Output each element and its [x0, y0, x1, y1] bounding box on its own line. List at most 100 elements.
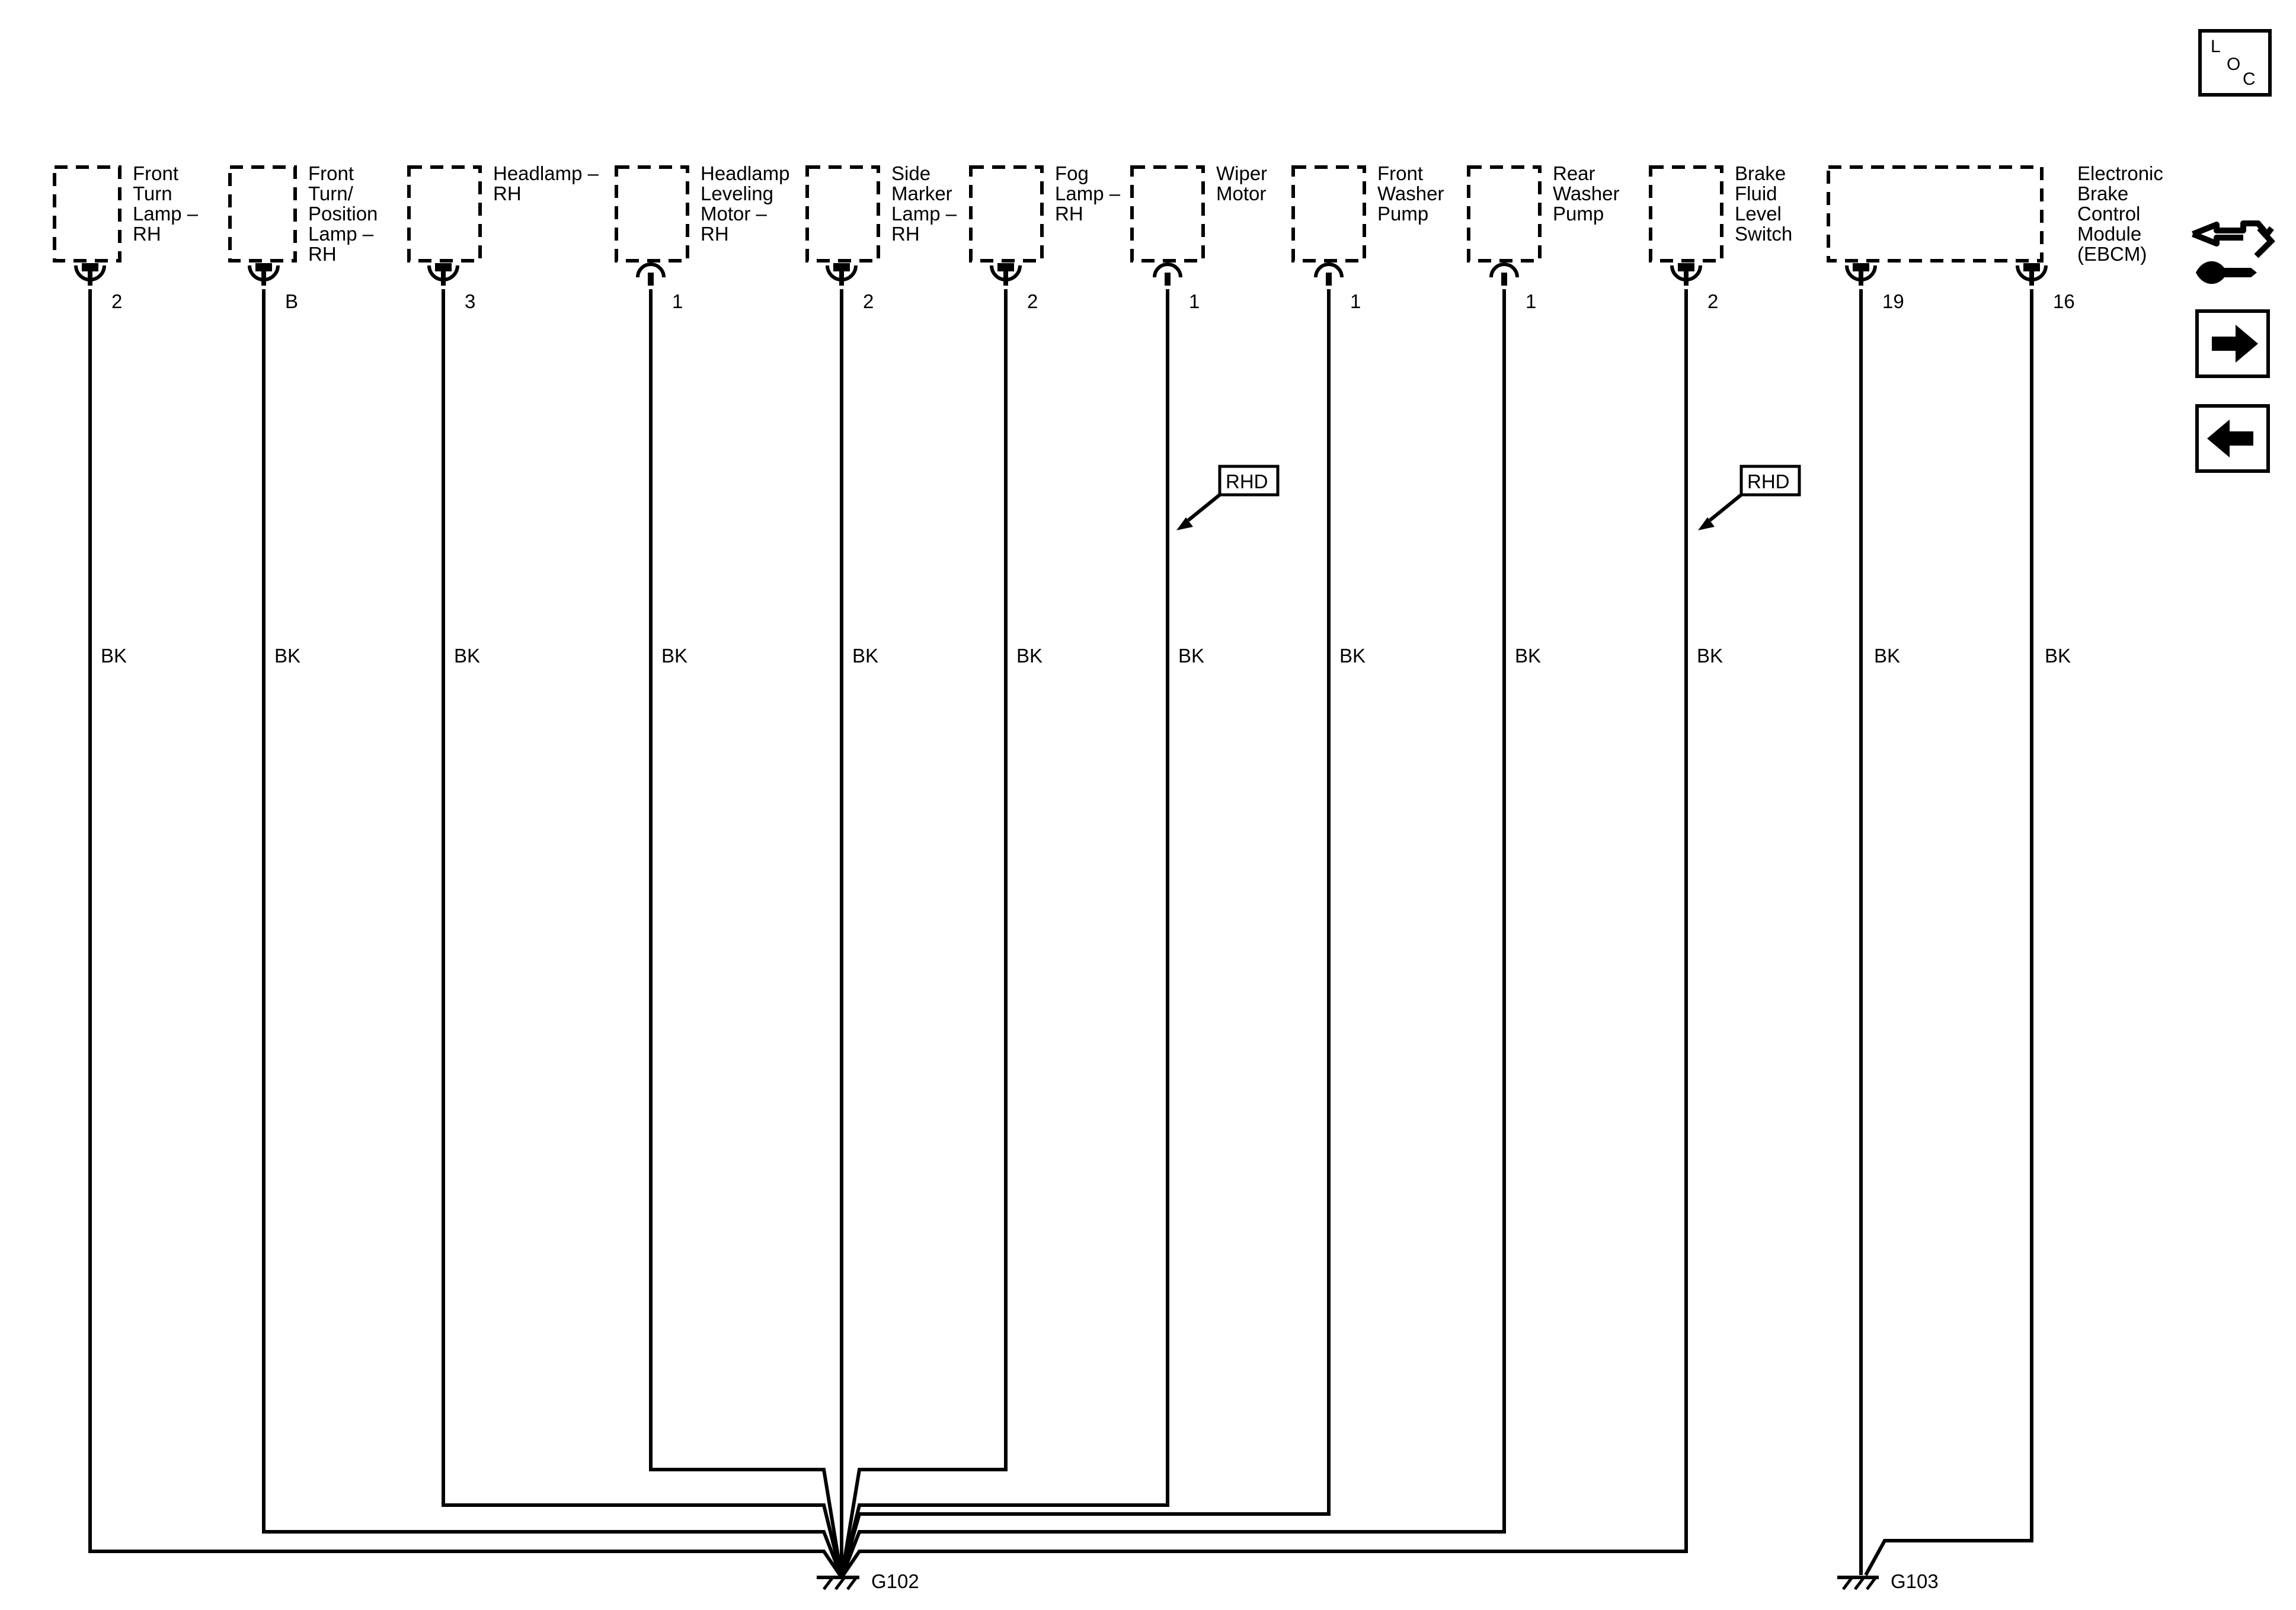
component-label-line: Brake	[2077, 183, 2128, 204]
component-label-line: Front	[308, 162, 354, 184]
arrow-right-icon	[2212, 325, 2258, 363]
component-label-line: Rear	[1553, 162, 1595, 184]
ground-label: G103	[1891, 1570, 1939, 1592]
component-label-line: Marker	[891, 183, 952, 204]
ground-wire	[840, 289, 1688, 1579]
component-label-line: RH	[308, 243, 337, 265]
rhd-label: RHD	[1226, 470, 1268, 492]
component-label-line: Turn/	[308, 183, 354, 204]
ground-wire	[649, 289, 843, 1578]
component-label-line: RH	[133, 223, 161, 245]
pin-number: B	[285, 290, 298, 312]
wire-color-label: BK	[454, 645, 480, 667]
component-label-line: Motor –	[701, 203, 768, 225]
wire-color-label: BK	[101, 645, 127, 667]
component-label-line: Front	[1377, 162, 1423, 184]
component-label-line: Lamp –	[1055, 183, 1121, 204]
component-label-line: Electronic	[2077, 162, 2163, 184]
pin-number: 16	[2053, 290, 2075, 312]
component-label-line: Side	[891, 162, 930, 184]
component-label-line: Lamp –	[891, 203, 957, 225]
pin-number: 2	[1027, 290, 1038, 312]
ground-g102: G102	[817, 1570, 919, 1592]
component-label-line: Turn	[133, 183, 172, 204]
component-label-line: Wiper	[1216, 162, 1267, 184]
ground-wire	[1864, 289, 2033, 1576]
pin-number: 1	[1526, 290, 1536, 312]
next-page-button[interactable]	[2195, 309, 2270, 378]
component-label-line: Position	[308, 203, 378, 225]
component-label-line: Fog	[1055, 162, 1089, 184]
pin-number: 1	[1189, 290, 1200, 312]
connector-end-view-icon[interactable]	[2192, 220, 2275, 284]
pin-number: 3	[465, 290, 475, 312]
ground-label: G102	[871, 1570, 919, 1592]
pin-number: 2	[863, 290, 874, 312]
rhd-label: RHD	[1747, 470, 1790, 492]
component-label-line: Lamp –	[308, 223, 374, 245]
component-3[interactable]: Headlamp –RH 3BK	[407, 162, 599, 667]
loc-badge[interactable]: L O C	[2198, 29, 2272, 97]
component-label-line: Headlamp	[701, 162, 789, 184]
wire-color-label: BK	[1515, 645, 1541, 667]
component-label-line: Pump	[1553, 203, 1604, 225]
ground-wire	[88, 289, 843, 1579]
rhd-callout-brake-fluid: RHD	[1698, 465, 1801, 530]
ground-wire	[840, 289, 1008, 1578]
wire-color-label: BK	[1016, 645, 1043, 667]
component-label-line: RH	[493, 183, 522, 204]
component-label-line: Lamp –	[133, 203, 199, 225]
pin-number: 1	[672, 290, 683, 312]
component-label-line: Brake	[1735, 162, 1786, 184]
component-label-line: Level	[1735, 203, 1782, 225]
wire-color-label: BK	[274, 645, 300, 667]
wire-color-label: BK	[1874, 645, 1900, 667]
component-label-line: (EBCM)	[2077, 243, 2147, 265]
component-label-line: Motor	[1216, 183, 1266, 204]
rhd-callout-wiper: RHD	[1176, 465, 1280, 530]
component-label-line: Headlamp –	[493, 162, 599, 184]
wire-color-label: BK	[661, 645, 687, 667]
loc-letter-l: L	[2211, 37, 2221, 56]
loc-letter-o: O	[2227, 55, 2240, 74]
component-label-line: Module	[2077, 223, 2141, 245]
wire-color-label: BK	[1339, 645, 1366, 667]
wire-color-label: BK	[852, 645, 878, 667]
component-label-line: RH	[701, 223, 729, 245]
arrow-left-icon	[2207, 420, 2253, 457]
pin-number: 2	[1707, 290, 1718, 312]
component-label-line: Leveling	[701, 183, 773, 204]
component-label-line: Switch	[1735, 223, 1792, 245]
component-label-line: RH	[1055, 203, 1083, 225]
previous-page-button[interactable]	[2195, 404, 2270, 473]
wire-color-label: BK	[2045, 645, 2071, 667]
wire-color-label: BK	[1697, 645, 1723, 667]
component-label-line: Control	[2077, 203, 2140, 225]
ground-wire	[840, 289, 1506, 1579]
pin-number: 19	[1882, 290, 1904, 312]
loc-letter-c: C	[2243, 69, 2256, 89]
component-label-line: Pump	[1377, 203, 1428, 225]
ground-wire	[840, 289, 1331, 1578]
pin-number: 1	[1350, 290, 1361, 312]
ground-wire	[262, 289, 843, 1579]
pin-number: 2	[111, 290, 122, 312]
component-label-line: Front	[133, 162, 178, 184]
ground-g103: G103	[1837, 1570, 1939, 1592]
component-label-line: Fluid	[1735, 183, 1777, 204]
wire-color-label: BK	[1178, 645, 1204, 667]
component-label-line: Washer	[1553, 183, 1619, 204]
ground-wire	[442, 289, 843, 1578]
component-label-line: Washer	[1377, 183, 1444, 204]
